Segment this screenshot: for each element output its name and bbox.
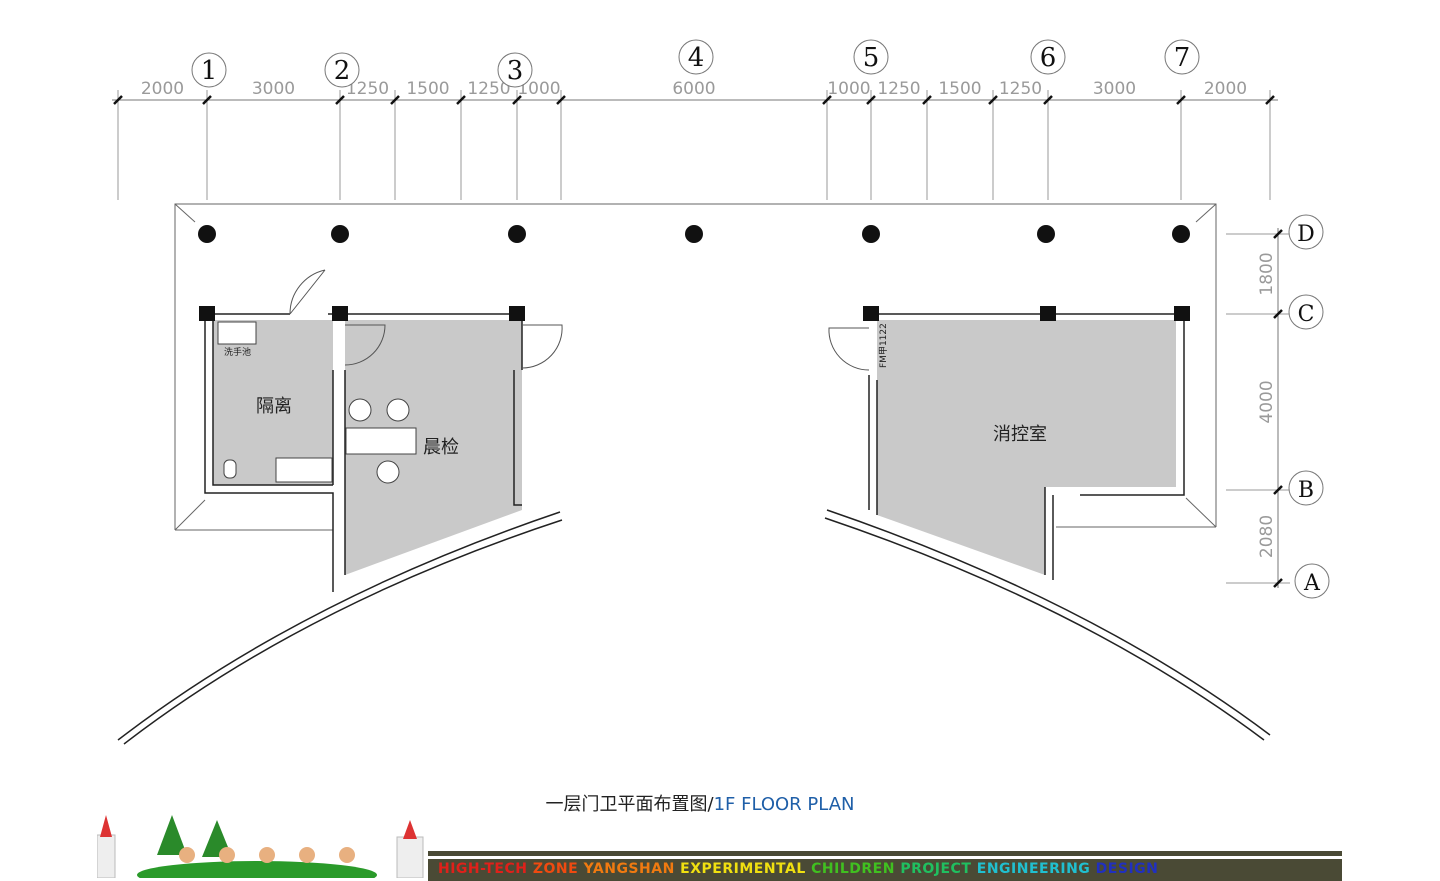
- dimension-label: 3000: [1093, 79, 1136, 99]
- banner-word: HIGH-TECH: [438, 861, 533, 877]
- title-cn: 一层门卫平面布置图/: [545, 794, 714, 815]
- dimension-tick: [512, 95, 522, 105]
- dimension-label: 4000: [1257, 380, 1277, 423]
- banner-word: CHILDREN: [811, 861, 901, 877]
- grid-number: 6: [1040, 43, 1057, 73]
- dimension-tick: [1273, 309, 1283, 319]
- grid-bubble: [497, 52, 533, 88]
- grid-bubble: [191, 52, 227, 88]
- grid-letter: B: [1298, 478, 1314, 503]
- dimension-label: 1000: [517, 79, 560, 99]
- column: [1037, 225, 1055, 243]
- column: [508, 225, 526, 243]
- banner-word: DESIGN: [1095, 861, 1159, 877]
- drawing-title: 一层门卫平面布置图/1F FLOOR PLAN: [0, 790, 1400, 816]
- dimension-label: 1500: [406, 79, 449, 99]
- banner-word: ENGINEERING: [976, 861, 1096, 877]
- column: [1172, 225, 1190, 243]
- wall-columns: [199, 306, 1190, 321]
- dimension-tick: [202, 95, 212, 105]
- grid-number: 5: [863, 43, 880, 73]
- grid-bubble: [1164, 39, 1200, 75]
- walls: [117, 269, 1271, 745]
- column: [862, 225, 880, 243]
- grid-bubble: [1294, 563, 1330, 599]
- children-castle-illustration: [97, 815, 424, 878]
- dimension-tick: [556, 95, 566, 105]
- grid-letter: D: [1297, 222, 1315, 247]
- furniture: [217, 321, 417, 484]
- dimension-tick: [113, 95, 123, 105]
- grid-number: 2: [334, 56, 351, 86]
- dimension-label: 2080: [1257, 515, 1277, 558]
- grid-letter: C: [1298, 302, 1315, 327]
- column: [331, 225, 349, 243]
- dimension-tick: [1273, 485, 1283, 495]
- grid-bubble: [324, 52, 360, 88]
- banner-word: PROJECT: [900, 861, 977, 877]
- grid-bubble: [853, 39, 889, 75]
- label-morning-check: 晨检: [423, 437, 459, 458]
- grid-bubble: [1288, 470, 1324, 506]
- label-sink: 洗手池: [224, 346, 251, 358]
- column: [685, 225, 703, 243]
- dimension-tick: [922, 95, 932, 105]
- dimension-label: 1800: [1257, 252, 1277, 295]
- column: [198, 225, 216, 243]
- dimension-label: 2000: [141, 79, 184, 99]
- dimension-tick: [1273, 229, 1283, 239]
- banner-text: HIGH-TECH ZONE YANGSHAN EXPERIMENTAL CHI…: [438, 861, 1158, 877]
- dimension-label: 1250: [999, 79, 1042, 99]
- fire-control-room: [877, 320, 1176, 575]
- dimension-tick: [456, 95, 466, 105]
- grid-bubble: [1288, 214, 1324, 250]
- dimension-label: 1500: [938, 79, 981, 99]
- dimension-tick: [1176, 95, 1186, 105]
- banner-word: EXPERIMENTAL: [680, 861, 812, 877]
- dimension-tick: [866, 95, 876, 105]
- grid-bubble: [678, 39, 714, 75]
- banner-word: YANGSHAN: [583, 861, 681, 877]
- grid-number: 3: [507, 56, 524, 86]
- isolation-room: [213, 320, 333, 485]
- dimension-label: 6000: [672, 79, 715, 99]
- grid-bubble: [1030, 39, 1066, 75]
- label-fire-control-room: 消控室: [993, 424, 1047, 445]
- grid-bubble: [1288, 294, 1324, 330]
- dimension-label: 1250: [467, 79, 510, 99]
- label-isolation: 隔离: [256, 396, 292, 417]
- dimension-label: 3000: [252, 79, 295, 99]
- dimension-tick: [988, 95, 998, 105]
- dimension-tick: [1043, 95, 1053, 105]
- dimension-label: 1000: [827, 79, 870, 99]
- project-banner: HIGH-TECH ZONE YANGSHAN EXPERIMENTAL CHI…: [428, 856, 1342, 881]
- dimension-tick: [335, 95, 345, 105]
- grid-number: 7: [1174, 43, 1191, 73]
- grid-number: 1: [201, 56, 218, 86]
- dimension-tick: [1273, 578, 1283, 588]
- dimension-label: 1250: [877, 79, 920, 99]
- title-en: 1F FLOOR PLAN: [713, 794, 855, 815]
- dimension-tick: [822, 95, 832, 105]
- roof-outline: [174, 203, 1217, 531]
- morning-check-room: [345, 320, 522, 575]
- dimension-tick: [1265, 95, 1275, 105]
- label-door-tag: FM甲1122: [878, 323, 889, 368]
- dimension-label: 2000: [1204, 79, 1247, 99]
- dimension-label: 1250: [346, 79, 389, 99]
- banner-word: ZONE: [532, 861, 584, 877]
- grid-letter: A: [1303, 571, 1321, 596]
- grid-number: 4: [688, 43, 705, 73]
- dimension-tick: [390, 95, 400, 105]
